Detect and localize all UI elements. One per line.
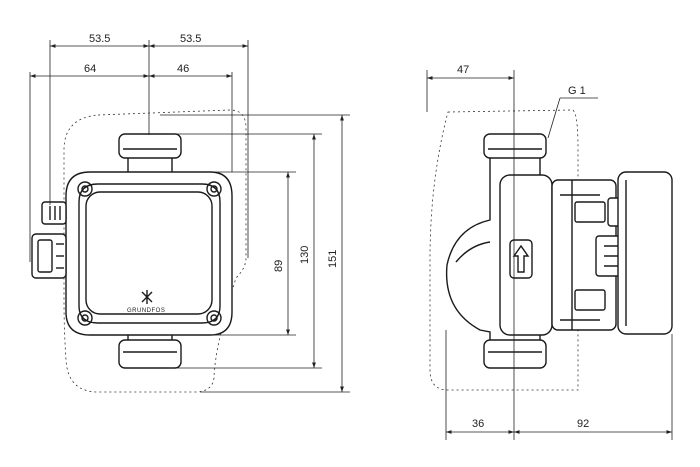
grundfos-logo: GRUNDFOS [127, 290, 165, 314]
side-end-cap [617, 171, 673, 335]
dim-height-151: 151 [327, 250, 339, 268]
front-screw-top-left [77, 181, 93, 197]
side-electronics-slot [574, 201, 606, 223]
front-housing-inner [78, 183, 221, 324]
front-top-connection [118, 133, 182, 159]
dim-height-89: 89 [273, 260, 285, 272]
front-bottom-connection [118, 339, 182, 369]
dim-front-right-46: 46 [177, 63, 189, 75]
front-screw-bottom-left [77, 310, 93, 326]
dim-front-width-left: 53.5 [89, 33, 110, 45]
thread-leader-line [547, 97, 561, 139]
dim-side-top-47: 47 [457, 64, 469, 76]
front-top-neck [127, 158, 173, 172]
front-view: GRUNDFOS 53.5 53.5 64 46 89 130 151 [29, 33, 350, 393]
front-screw-top-right [206, 181, 222, 197]
side-top-connection [483, 133, 547, 159]
side-view: G 1 47 36 92 [426, 64, 673, 440]
side-flow-arrow-box [509, 239, 533, 279]
dim-side-bottom-92: 92 [577, 418, 589, 430]
side-electronics-slot-lower [574, 289, 606, 311]
dim-front-left-64: 64 [84, 63, 96, 75]
brand-label: GRUNDFOS [127, 308, 165, 314]
front-power-plug [31, 233, 67, 279]
side-bottom-connection [483, 339, 547, 369]
dim-side-bottom-36: 36 [472, 418, 484, 430]
side-electronics-detail [560, 180, 600, 330]
flow-direction-arrow-icon [512, 244, 530, 273]
thread-label: G 1 [568, 85, 586, 97]
front-signal-plug [41, 201, 67, 225]
front-screw-bottom-right [206, 310, 222, 326]
side-housing-contour [455, 241, 491, 263]
dim-front-width-right: 53.5 [180, 33, 201, 45]
dim-height-130: 130 [299, 246, 311, 264]
side-clearance-outline [429, 109, 579, 391]
front-control-panel [85, 191, 213, 315]
side-motor-housing [499, 174, 553, 336]
